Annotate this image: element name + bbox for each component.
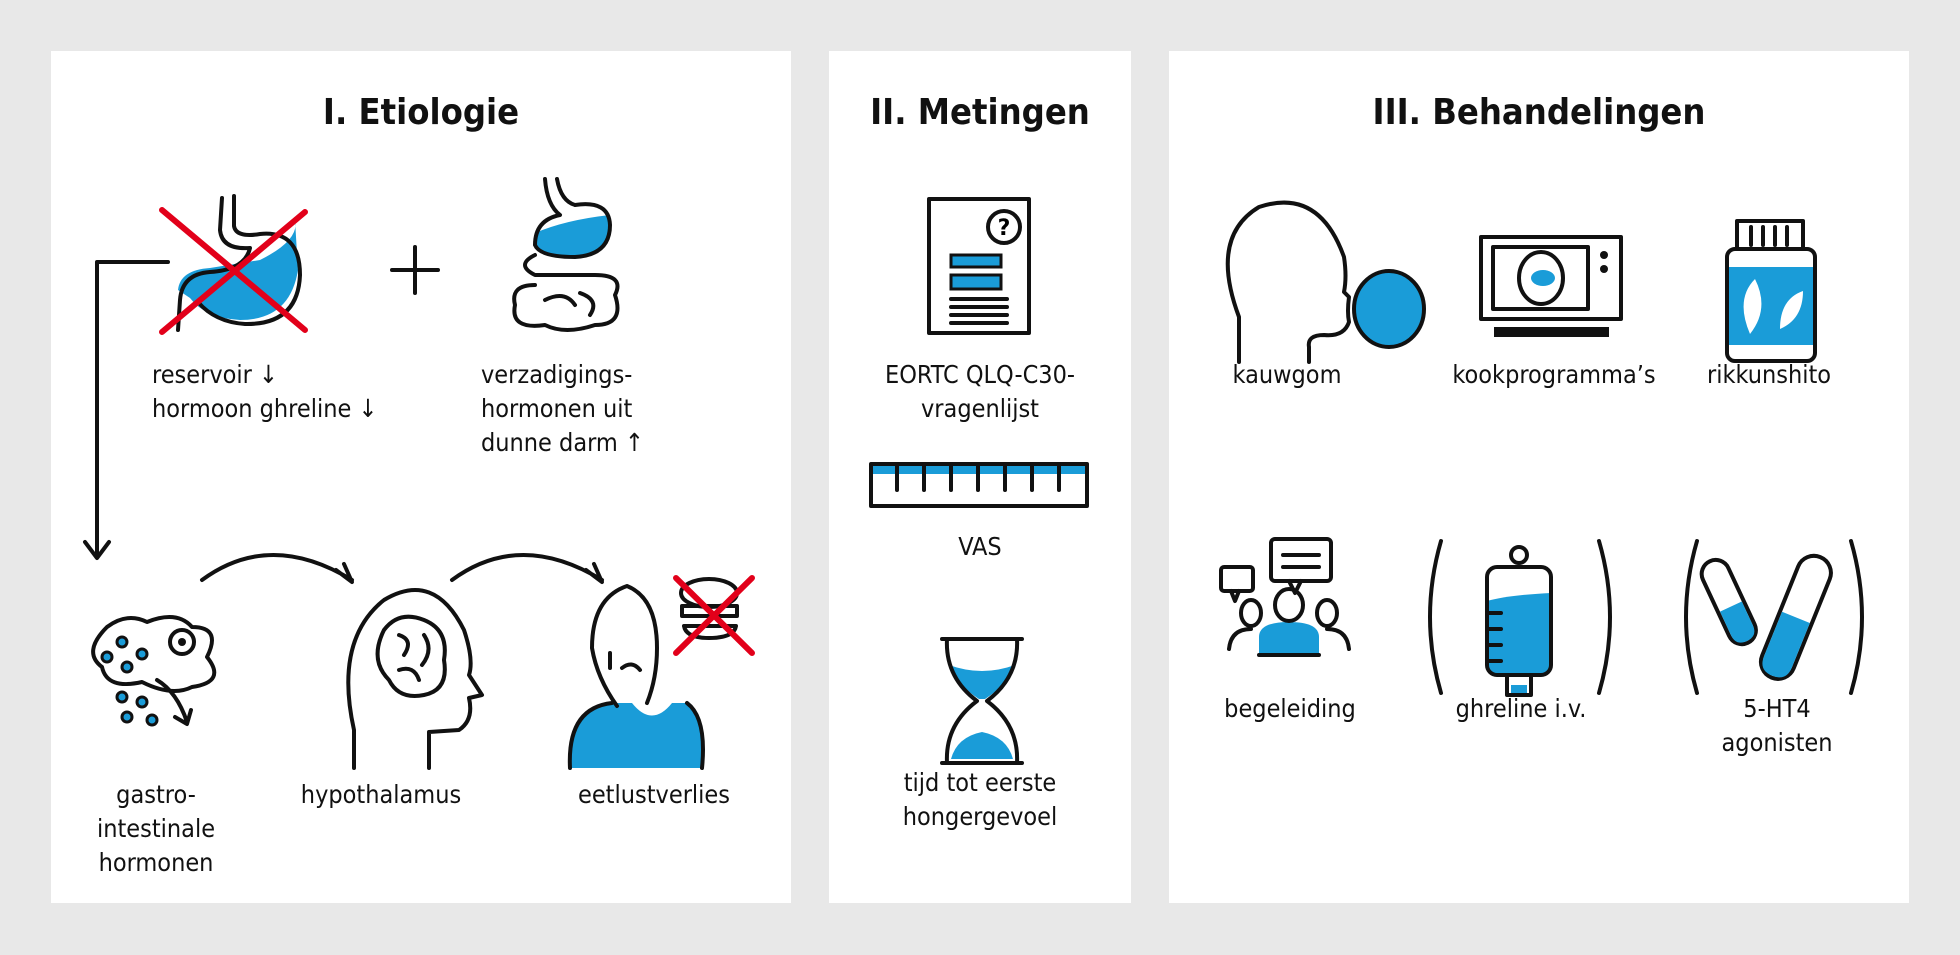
questionnaire-icon: ? [927,197,1031,335]
rikkunshito-label: rikkunshito [1706,360,1832,389]
5ht4-label-1: 5-HT4 [1743,694,1811,723]
chewing-gum-head-icon [1225,200,1426,364]
time-label-1: tijd tot eerste [903,768,1057,797]
behandelingen-title: III. Behandelingen [1372,92,1706,133]
time-label-2: hongergevoel [902,802,1058,831]
counseling-group-icon [1219,537,1351,657]
gastro-label-2: intestinale [96,814,216,843]
5ht4-label-2: agonisten [1721,728,1833,757]
svg-text:?: ? [998,216,1011,241]
cooking-show-tv-icon [1479,235,1623,337]
reservoir-label-1: reservoir ↓ [152,360,278,389]
satiety-label-1: verzadigings- [481,360,633,389]
5ht4-agonist-capsules-icon [1684,539,1864,695]
person-appetite-loss-icon [567,575,755,770]
rikkunshito-bottle-icon [1725,219,1817,363]
hypothalamus-label: hypothalamus [300,780,462,809]
stomach-crossed-icon [159,194,308,335]
hourglass-icon [940,637,1024,765]
counseling-label: begeleiding [1224,694,1356,723]
appetite-loss-label: eetlustverlies [578,780,730,809]
questionnaire-label-1: EORTC QLQ-C30- [884,360,1076,389]
iv-ghrelin-label: ghreline i.v. [1455,694,1587,723]
vas-ruler-icon [869,462,1089,508]
hypothalamus-head-icon [346,588,484,770]
satiety-label-2: hormonen uit [481,394,633,423]
vas-label: VAS [958,532,1002,561]
satiety-label-3: dunne darm ↑ [481,428,644,457]
chewing-gum-label: kauwgom [1232,360,1342,389]
intestine-icon [512,177,620,332]
gastro-label-1: gastro- [116,780,196,809]
plus-icon [390,245,440,295]
gastro-label-3: hormonen [98,848,214,877]
cooking-show-label: kookprogramma’s [1452,360,1656,389]
gastrointestinal-hormones-icon [91,615,217,727]
metingen-title: II. Metingen [870,92,1090,133]
iv-ghrelin-icon [1428,539,1612,697]
questionnaire-label-2: vragenlijst [921,394,1039,423]
reservoir-label-2: hormoon ghreline ↓ [152,394,378,423]
panel-behandelingen [1169,51,1909,903]
etiologie-title: I. Etiologie [322,92,520,133]
